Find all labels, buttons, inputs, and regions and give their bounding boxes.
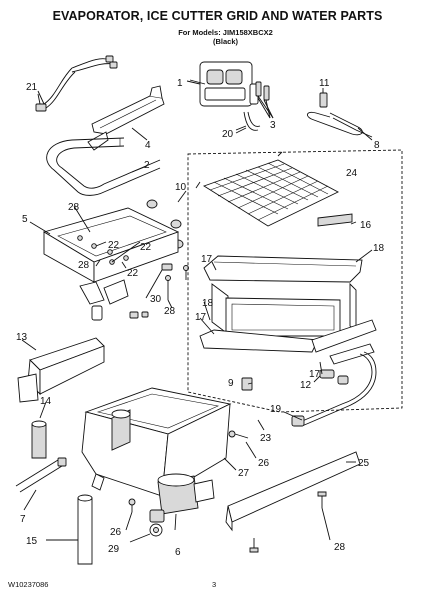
water-reservoir [81, 387, 232, 497]
pan-screws [77, 235, 129, 265]
callout-22b: 22 [127, 268, 139, 279]
callout-labels: 1 2 3 4 5 6 7 8 9 10 11 12 13 14 15 16 1… [16, 78, 385, 558]
cutter-grid-frame [199, 255, 377, 365]
callout-1: 1 [177, 78, 183, 89]
callout-24: 24 [346, 168, 358, 179]
callout-13: 13 [16, 332, 28, 343]
callout-25: 25 [358, 458, 370, 469]
callout-11: 11 [319, 78, 330, 89]
document-number: W10237086 [8, 580, 49, 589]
evaporator-pan [42, 207, 180, 321]
callout-15: 15 [26, 536, 38, 547]
water-trough [17, 337, 105, 403]
color-line: (Black) [212, 37, 238, 46]
callout-16: 16 [360, 220, 372, 231]
callout-29: 29 [108, 544, 120, 555]
pan-clips [129, 263, 173, 319]
callout-26b: 26 [110, 527, 122, 538]
cutter-strip [317, 213, 353, 227]
water-valve-assembly [189, 61, 259, 107]
callout-10: 10 [175, 182, 187, 193]
callout-21: 21 [26, 82, 38, 93]
thermostat-12 [319, 369, 349, 385]
inlet-water-tube [307, 88, 373, 138]
cutter-grid-group-outline [187, 149, 403, 413]
callout-22c: 22 [140, 242, 152, 253]
callout-28c: 28 [164, 306, 176, 317]
callout-27: 27 [238, 468, 250, 479]
callout-5: 5 [22, 214, 28, 225]
callout-4: 4 [145, 140, 151, 151]
clip-9 [241, 377, 253, 391]
callout-28a: 28 [68, 202, 80, 213]
callout-26a: 26 [258, 458, 270, 469]
callout-3: 3 [270, 120, 276, 131]
callout-28b: 28 [78, 260, 90, 271]
panel-screws [249, 491, 327, 553]
leader-lines [21, 80, 373, 543]
valve-outlet-tube-edge [247, 111, 261, 127]
callout-18a: 18 [373, 243, 385, 254]
evaporator-bracket [87, 85, 165, 151]
callout-19: 19 [270, 404, 282, 415]
valve-outlet-tube [243, 111, 259, 131]
water-pump [149, 473, 215, 523]
callout-8: 8 [374, 140, 380, 151]
callout-17a: 17 [201, 254, 213, 265]
callout-28d: 28 [334, 542, 346, 553]
callout-9: 9 [228, 378, 234, 389]
water-filter-cylinder [31, 420, 47, 459]
water-tube-7 [15, 457, 67, 493]
callout-17b: 17 [309, 369, 321, 380]
page-title: EVAPORATOR, ICE CUTTER GRID AND WATER PA… [52, 9, 383, 23]
side-screws [165, 265, 189, 300]
water-tube-15 [77, 494, 93, 565]
models-line: For Models: JIM158XBCX2 [178, 28, 273, 37]
callout-22a: 22 [108, 240, 120, 251]
page-number: 3 [212, 580, 217, 589]
callout-7: 7 [20, 514, 26, 525]
thermostat-wire [291, 351, 377, 427]
evaporator-tube [46, 137, 161, 196]
callout-30: 30 [150, 294, 162, 305]
callout-14: 14 [40, 396, 52, 407]
callout-17c: 17 [195, 312, 207, 323]
callout-20: 20 [222, 129, 234, 140]
callout-12: 12 [300, 380, 312, 391]
pump-screws [128, 430, 249, 537]
valve-fittings [255, 81, 271, 119]
wire-harness [35, 55, 118, 112]
callout-6: 6 [175, 547, 181, 558]
callout-18b: 18 [202, 298, 214, 309]
callout-23: 23 [260, 433, 272, 444]
cutter-grid [195, 151, 339, 227]
callout-2: 2 [144, 160, 150, 171]
side-panel [225, 451, 361, 532]
